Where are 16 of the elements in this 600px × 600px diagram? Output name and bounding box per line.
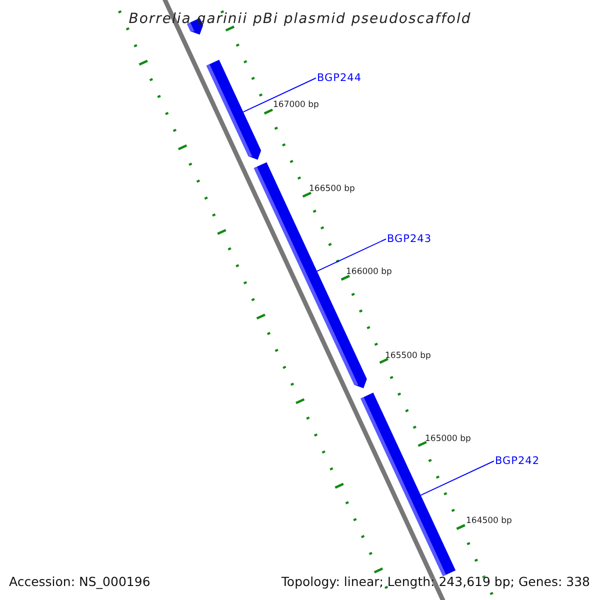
- position-label: 165500 bp: [385, 350, 431, 362]
- gene-block: [206, 60, 262, 160]
- leader-line: [242, 78, 316, 112]
- footer-text: Topology: linear; Length: 243,619 bp; Genes: 338: [281, 574, 590, 590]
- position-label: 166000 bp: [346, 266, 392, 278]
- gene-label: BGP242: [495, 454, 540, 468]
- position-label: 167000 bp: [273, 99, 319, 111]
- leader-line: [316, 238, 386, 272]
- footer-text: Accession: NS_000196: [9, 574, 150, 590]
- position-label: 165000 bp: [425, 433, 471, 445]
- position-label: 166500 bp: [309, 183, 355, 195]
- gene-block: [360, 392, 456, 576]
- position-label: 164500 bp: [466, 515, 512, 527]
- leader-line: [420, 460, 494, 496]
- gene-label: BGP243: [387, 232, 432, 246]
- gene-label: BGP244: [317, 71, 362, 85]
